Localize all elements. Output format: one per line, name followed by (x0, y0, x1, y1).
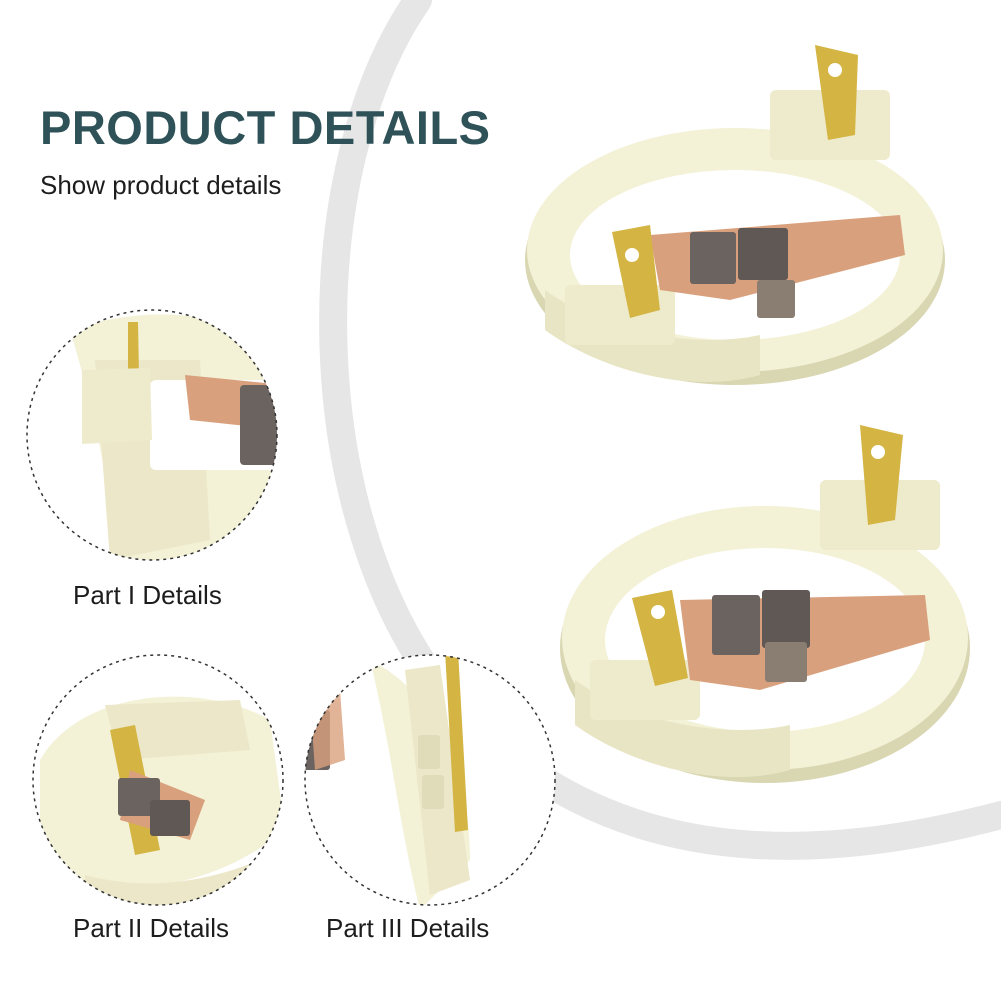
caption-part-3: Part III Details (326, 913, 490, 943)
brush-holder-upper (525, 45, 945, 385)
caption-part-2: Part II Details (73, 913, 230, 943)
detail-circle-part-2 (32, 654, 284, 906)
brush-holder-lower (560, 425, 970, 783)
detail-circle-part-1 (26, 309, 278, 561)
page-subtitle: Show product details (40, 170, 282, 200)
caption-part-1: Part I Details (73, 580, 222, 610)
page-title: PRODUCT DETAILS (40, 101, 491, 154)
detail-circle-part-3 (304, 654, 556, 906)
